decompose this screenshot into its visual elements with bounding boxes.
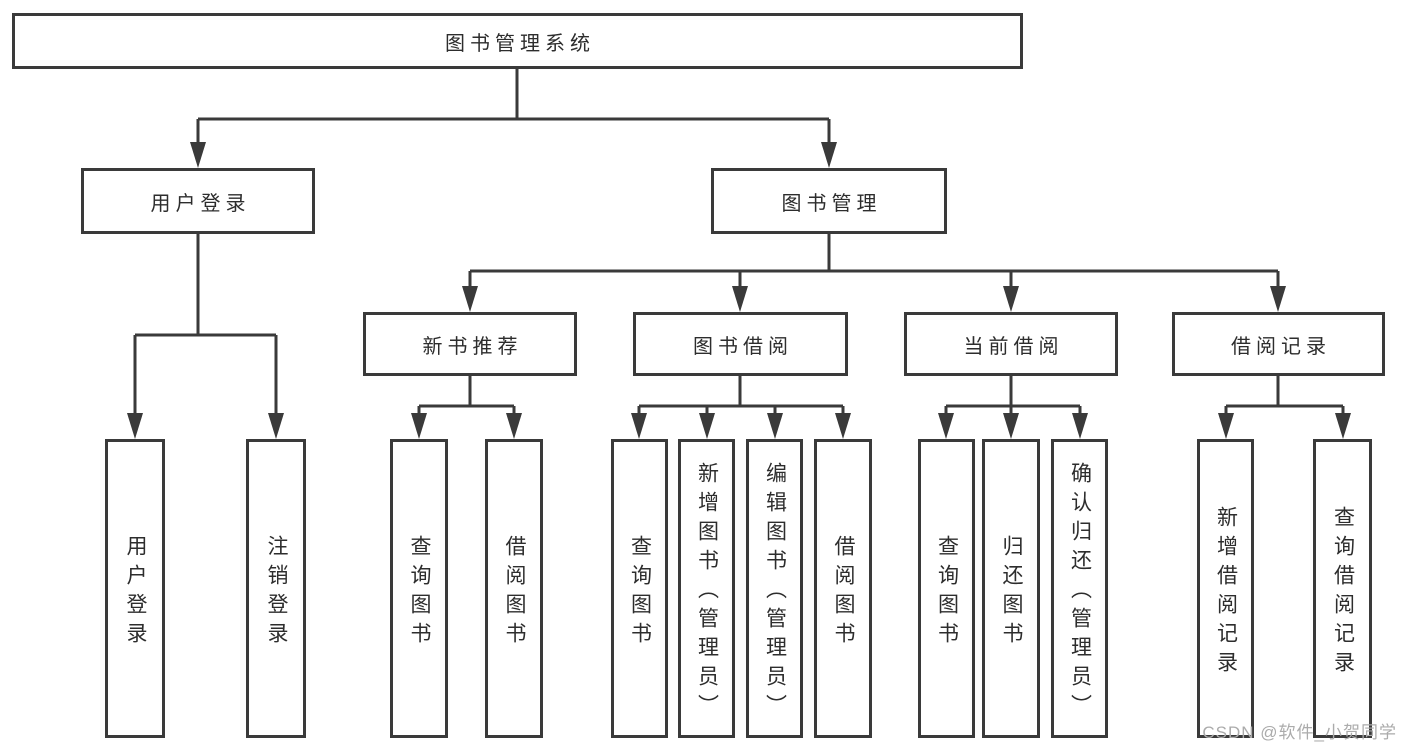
node-label: 用户登录 [150, 192, 251, 215]
leaf-edit-books-admin: 编辑图书（管理员） [746, 439, 803, 738]
arrowhead [1072, 413, 1088, 439]
arrowhead [1003, 413, 1019, 439]
node-user-login-branch: 用户登录 [81, 168, 315, 234]
arrowhead [821, 142, 837, 168]
node-label: 编辑图书（管理员） [763, 462, 787, 723]
arrowhead [732, 286, 748, 312]
arrowhead [835, 413, 851, 439]
node-label: 查询图书 [935, 534, 959, 651]
node-label: 借阅记录 [1231, 335, 1331, 358]
arrowhead [1270, 286, 1286, 312]
leaf-borrow-books-recommend: 借阅图书 [485, 439, 543, 738]
leaf-logout: 注销登录 [246, 439, 306, 738]
connector-current [944, 376, 1082, 417]
connector-records [1224, 376, 1345, 417]
arrowhead [462, 286, 478, 312]
node-label: 图书管理 [781, 192, 882, 215]
node-label: 用户登录 [124, 534, 147, 651]
connector-borrowing [637, 376, 845, 417]
node-current-borrowing: 当前借阅 [904, 312, 1118, 376]
node-label: 查询图书 [628, 534, 652, 651]
node-label: 新增借阅记录 [1214, 505, 1238, 680]
node-label: 注销登录 [265, 534, 288, 651]
connector-new-books [417, 376, 516, 417]
arrowhead [1335, 413, 1351, 439]
leaf-query-books-recommend: 查询图书 [390, 439, 448, 738]
node-label: 归还图书 [1000, 534, 1023, 651]
node-label: 查询借阅记录 [1331, 505, 1355, 680]
leaf-add-borrow-record: 新增借阅记录 [1197, 439, 1254, 738]
arrowhead [938, 413, 954, 439]
leaf-borrow-books: 借阅图书 [814, 439, 872, 738]
arrowhead [190, 142, 206, 168]
arrowhead [767, 413, 783, 439]
arrowhead [1218, 413, 1234, 439]
node-label: 查询图书 [408, 534, 431, 651]
leaf-user-login: 用户登录 [105, 439, 165, 738]
connector-root [196, 69, 831, 146]
node-new-book-recommend: 新书推荐 [363, 312, 577, 376]
node-book-management-branch: 图书管理 [711, 168, 947, 234]
node-root-system: 图书管理系统 [12, 13, 1023, 69]
node-label: 确认归还（管理员） [1068, 462, 1092, 723]
node-label: 图书借阅 [693, 335, 793, 358]
leaf-query-books-borrowing: 查询图书 [611, 439, 668, 738]
node-borrowing-records: 借阅记录 [1172, 312, 1385, 376]
leaf-return-books: 归还图书 [982, 439, 1040, 738]
leaf-query-borrow-record: 查询借阅记录 [1313, 439, 1372, 738]
node-label: 借阅图书 [832, 534, 855, 651]
arrowhead [506, 413, 522, 439]
node-label: 图书管理系统 [445, 32, 595, 55]
leaf-confirm-return-admin: 确认归还（管理员） [1051, 439, 1108, 738]
arrowhead [268, 413, 284, 439]
node-label: 新增图书（管理员） [695, 462, 719, 723]
connector-user-login [133, 234, 278, 417]
node-label: 借阅图书 [503, 534, 526, 651]
arrowhead [699, 413, 715, 439]
arrowhead [127, 413, 143, 439]
node-book-borrowing: 图书借阅 [633, 312, 848, 376]
node-label: 新书推荐 [422, 335, 523, 358]
leaf-query-books-current: 查询图书 [918, 439, 975, 738]
arrowhead [631, 413, 647, 439]
node-label: 当前借阅 [963, 335, 1064, 358]
leaf-add-books-admin: 新增图书（管理员） [678, 439, 735, 738]
connector-book-mgmt [468, 234, 1280, 290]
arrowhead [411, 413, 427, 439]
arrowhead [1003, 286, 1019, 312]
